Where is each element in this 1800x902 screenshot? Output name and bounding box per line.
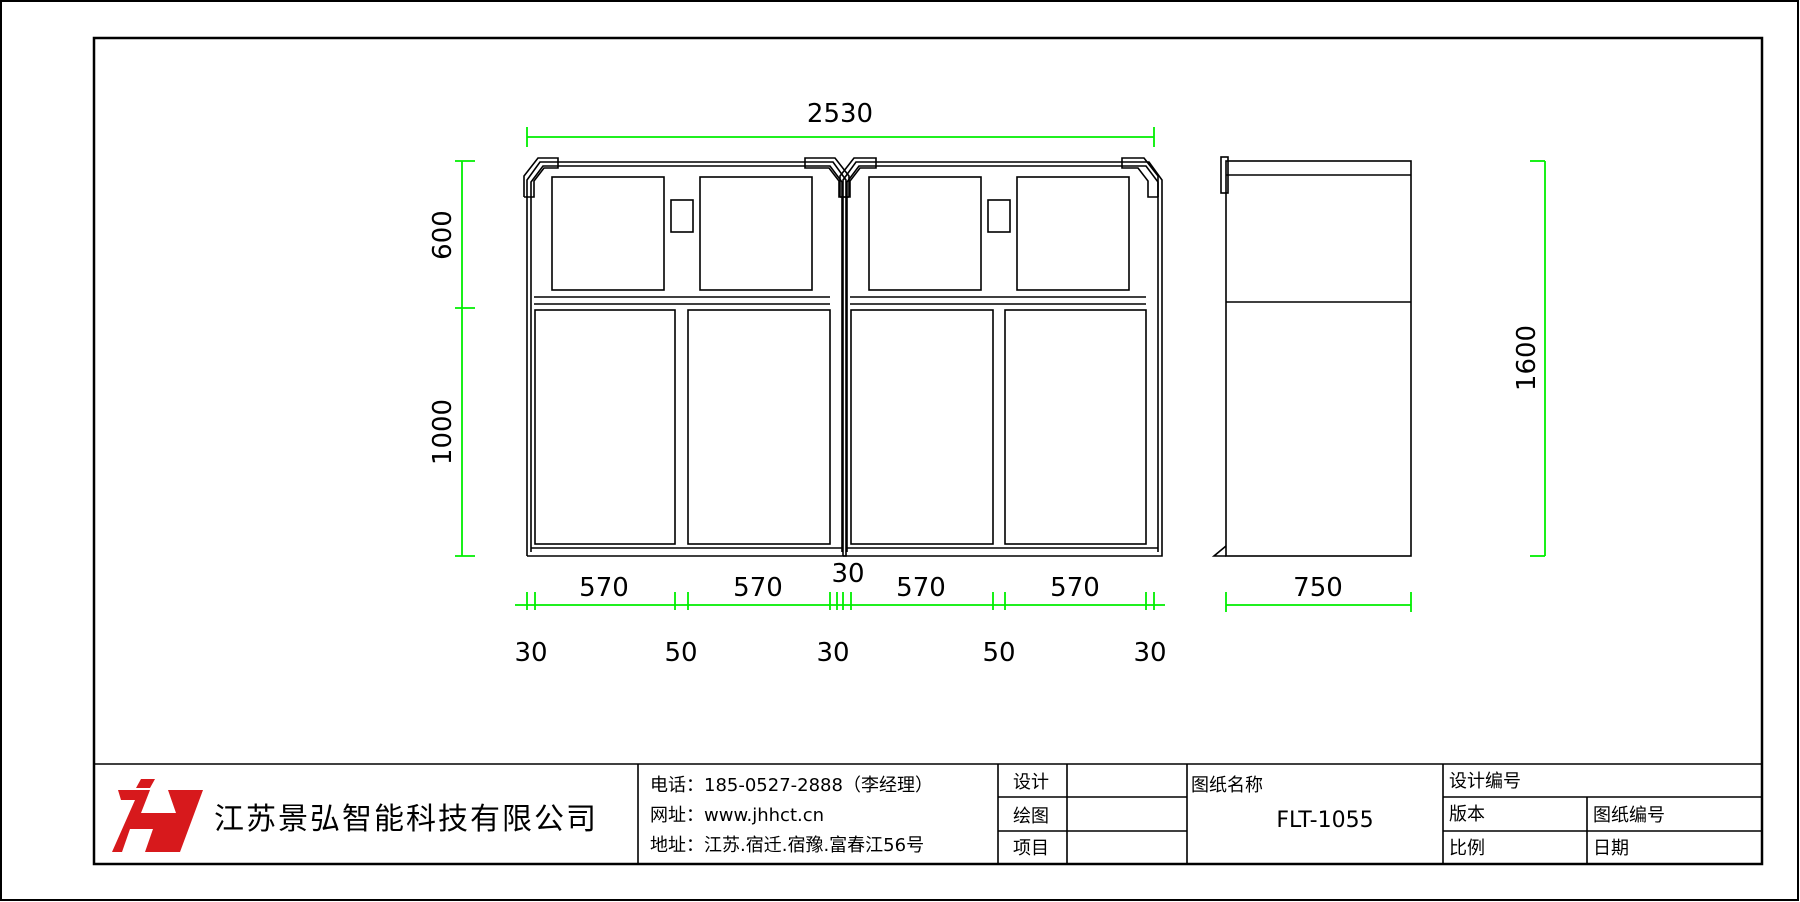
dim-bay-a1: 570: [579, 573, 629, 603]
right-cabinet-outline-inner: [846, 165, 1159, 552]
label-design: 设计: [1013, 772, 1049, 793]
right-window-2: [1016, 176, 1130, 291]
dim-depth: 750: [1293, 573, 1343, 603]
left-cabinet-outline-inner: [530, 165, 843, 552]
company-name: 江苏景弘智能科技有限公司: [214, 802, 598, 837]
company-logo: [112, 779, 203, 852]
dim-bay-a2: 570: [733, 573, 783, 603]
dim-lower-height: 1000: [428, 399, 458, 465]
side-foot: [1211, 545, 1227, 557]
right-cabinet-outline: [842, 161, 1163, 557]
label-version: 版本: [1449, 804, 1485, 825]
right-cap-tl: [839, 157, 877, 198]
right-door-2: [1004, 309, 1147, 545]
dim-upper-height: 600: [428, 210, 458, 260]
left-cabinet-outline: [526, 161, 847, 557]
side-view: [1211, 156, 1412, 557]
right-window-1: [868, 176, 982, 291]
left-card-slot: [670, 199, 694, 233]
left-window-1: [551, 176, 665, 291]
dim-gap-4: 50: [982, 638, 1015, 668]
dim-gap-center: 30: [831, 559, 864, 589]
dim-gap-1: 30: [514, 638, 547, 668]
left-window-2: [699, 176, 813, 291]
dim-gap-3: 30: [816, 638, 849, 668]
dim-bay-b2: 570: [1050, 573, 1100, 603]
label-drawing-name: 图纸名称: [1191, 775, 1263, 796]
right-cap-tr: [1121, 157, 1159, 198]
left-door-1: [534, 309, 676, 545]
front-view: [523, 157, 1163, 557]
side-body: [1225, 160, 1412, 557]
right-door-1: [850, 309, 994, 545]
dim-gap-2: 50: [664, 638, 697, 668]
drawing-name: FLT-1055: [1276, 808, 1373, 833]
label-drawing: 绘图: [1013, 806, 1049, 827]
right-card-slot: [987, 199, 1011, 233]
dim-total-height: 1600: [1512, 325, 1542, 391]
contact-address: 地址：江苏.宿迁.宿豫.富春江56号: [650, 835, 924, 856]
dim-bay-b1: 570: [896, 573, 946, 603]
label-date: 日期: [1593, 838, 1629, 859]
title-block: [94, 763, 1762, 864]
label-project: 项目: [1013, 838, 1049, 859]
label-scale: 比例: [1449, 838, 1485, 859]
side-top-cap: [1220, 156, 1229, 194]
contact-phone: 电话：185-0527-2888（李经理）: [650, 775, 933, 796]
dimension-lines: [455, 127, 1546, 612]
left-cap-tl: [523, 157, 559, 198]
dim-gap-5: 30: [1133, 638, 1166, 668]
label-drawing-no: 图纸编号: [1593, 805, 1665, 826]
drawing-frame: [92, 36, 1764, 866]
dim-overall-width: 2530: [807, 99, 873, 129]
left-door-2: [687, 309, 831, 545]
contact-website: 网址：www.jhhct.cn: [650, 805, 824, 826]
label-design-no: 设计编号: [1449, 771, 1521, 792]
